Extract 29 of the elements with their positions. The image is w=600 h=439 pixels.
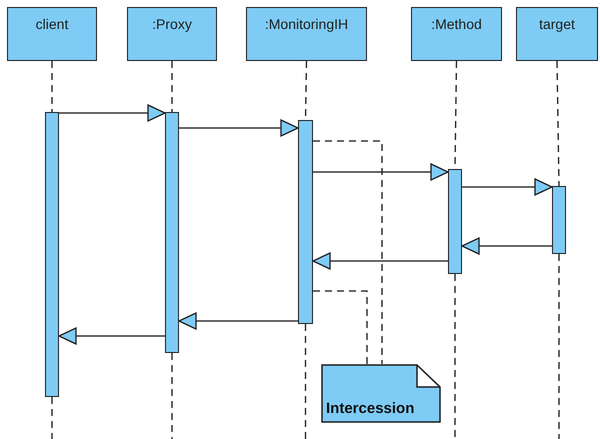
lifeline: [171, 61, 173, 112]
activation-bar: [45, 112, 59, 397]
lifeline-head-box: [7, 7, 97, 61]
activation-bar: [552, 186, 566, 254]
lifeline-head-box: [246, 7, 367, 61]
object-name: target: [539, 16, 575, 32]
leader-line: [313, 290, 368, 364]
object-name: :Proxy: [152, 16, 192, 32]
activation-bar: [448, 169, 462, 274]
object-name: client: [36, 16, 68, 32]
message-arrow: [312, 252, 448, 270]
message-arrow: [179, 119, 299, 137]
object-name: :MonitoringIH: [264, 16, 348, 32]
message-arrow: [462, 178, 553, 196]
lifeline: [51, 61, 53, 112]
lifeline-head-box: [411, 7, 502, 61]
message-arrow: [58, 327, 165, 345]
lifeline-head-box: [127, 7, 217, 61]
leader-line: [313, 140, 383, 364]
activation-bar: [298, 120, 313, 324]
lifeline-head-box: [516, 7, 598, 61]
message-arrow: [461, 237, 552, 255]
activation-bar: [165, 112, 179, 353]
note-text: Intercession: [326, 400, 414, 417]
message-arrow: [59, 104, 166, 122]
lifeline: [556, 60, 560, 186]
object-name: :Method: [431, 16, 482, 32]
message-arrow: [313, 163, 449, 181]
message-arrow: [178, 312, 298, 330]
